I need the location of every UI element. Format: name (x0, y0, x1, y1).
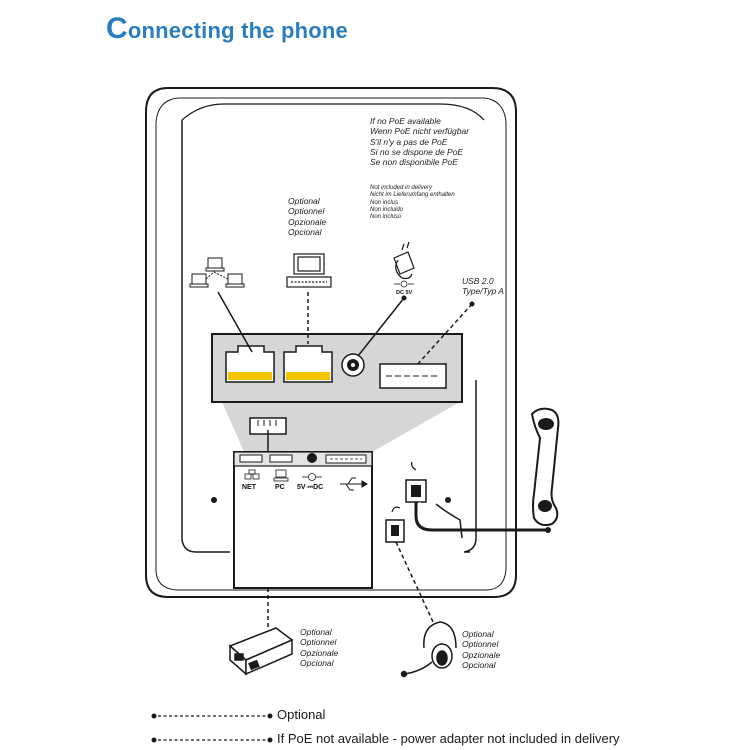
page-title: Connecting the phone (106, 12, 348, 45)
pc-port (283, 345, 333, 383)
dc-cable-dot (401, 295, 407, 301)
pc-icon (286, 253, 332, 288)
net-cable-line (217, 291, 253, 353)
pc-port-label: PC (275, 484, 285, 491)
cable-channel (414, 502, 548, 532)
poe-injector-icon (228, 627, 294, 676)
net-port (225, 345, 275, 383)
phone-inner-frame (155, 97, 507, 591)
legend-optional: Optional (150, 706, 710, 726)
legend-poe-line (151, 737, 273, 743)
usb-port-icon (340, 477, 368, 491)
dc-port-label: 5V ⎓DC (297, 484, 324, 491)
network-icon (189, 257, 245, 288)
power-adapter-icon (393, 241, 415, 280)
cable-route (435, 503, 463, 539)
handset-cable-jack (405, 461, 427, 503)
legend-optional-line (151, 713, 273, 719)
legend-poe-text: If PoE not available - power adapter not… (277, 731, 620, 746)
usb-port (379, 363, 447, 389)
dc-5v-label: DC 5V (396, 290, 413, 296)
headset-cable-line (395, 541, 435, 625)
legend-optional-text: Optional (277, 707, 326, 722)
cable-channel-inner (419, 502, 460, 525)
pc-port-icon (273, 469, 289, 482)
usb-cable-dot (469, 301, 475, 307)
headset-icon (400, 621, 457, 678)
handset-icon (530, 407, 560, 533)
headset-cable-jack (385, 506, 405, 543)
screw-holes (211, 497, 451, 503)
dc-jack (341, 353, 365, 377)
connector-panel-shadow (216, 388, 460, 452)
phone-body-outline (145, 87, 517, 598)
connector-block (233, 451, 373, 589)
phone-back-cavity (181, 120, 477, 553)
dc-port-icon (302, 473, 322, 481)
net-port-icon (244, 469, 260, 480)
dc-cable-line (357, 297, 405, 357)
dc-symbol-icon (394, 280, 414, 288)
net-port-label: NET (242, 484, 256, 491)
legend-poe: If PoE not available - power adapter not… (150, 730, 710, 750)
phone-back-cavity-top (181, 103, 485, 121)
